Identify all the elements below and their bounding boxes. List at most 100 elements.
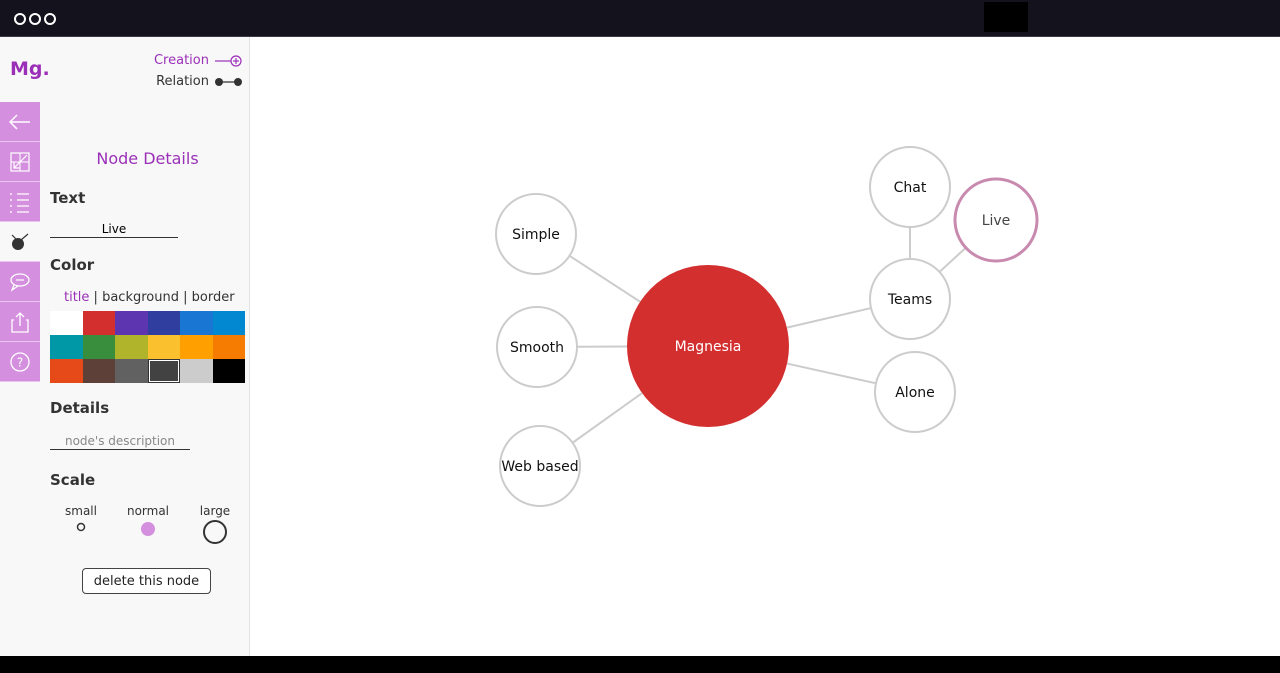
node-label: Magnesia <box>675 339 742 355</box>
color-swatch[interactable] <box>212 335 245 359</box>
color-swatch[interactable] <box>115 359 148 383</box>
creation-plus-icon <box>215 54 242 67</box>
share-icon <box>11 311 29 333</box>
list-icon <box>10 192 29 213</box>
tool-icon-column: ? <box>0 102 40 382</box>
creation-mode-label: Creation <box>153 53 209 68</box>
node-label: Live <box>982 213 1011 229</box>
edge-magnesia-teams <box>786 307 872 329</box>
color-swatch[interactable] <box>115 311 148 335</box>
chat-button[interactable] <box>0 262 40 302</box>
node-circle[interactable] <box>869 258 951 340</box>
scale-small-option[interactable]: small <box>56 504 106 536</box>
scale-normal-label: normal <box>126 504 170 518</box>
fit-screen-icon <box>10 151 30 172</box>
fit-screen-button[interactable] <box>0 142 40 182</box>
color-section-label: Color <box>50 256 95 274</box>
node-label: Teams <box>887 292 932 308</box>
color-palette <box>50 311 245 383</box>
window-title-bar <box>0 0 1280 37</box>
node-circle[interactable] <box>499 425 581 507</box>
edge-teams-live <box>938 247 967 273</box>
back-button[interactable] <box>0 102 40 142</box>
tab-separator: | <box>178 290 192 305</box>
delete-node-button[interactable]: delete this node <box>82 568 211 594</box>
help-icon: ? <box>10 351 30 372</box>
relation-link-icon <box>215 77 242 86</box>
paint-button[interactable] <box>0 222 40 262</box>
node-alone[interactable]: Alone <box>874 351 956 433</box>
node-teams[interactable]: Teams <box>869 258 951 340</box>
tab-border[interactable]: border <box>191 290 235 305</box>
node-simple[interactable]: Simple <box>495 193 577 275</box>
tab-background[interactable]: background <box>102 290 179 305</box>
relation-mode-label: Relation <box>156 74 209 89</box>
node-live[interactable]: Live <box>953 177 1039 263</box>
color-target-tabs: title | background | border <box>64 290 235 305</box>
scale-small-radio-icon <box>76 522 86 532</box>
color-swatch[interactable] <box>180 311 213 335</box>
color-swatch[interactable] <box>180 335 213 359</box>
node-text-input[interactable]: Live <box>50 222 178 238</box>
color-swatch[interactable] <box>147 359 180 383</box>
color-swatch[interactable] <box>212 311 245 335</box>
relation-mode-toggle[interactable]: Relation <box>156 74 243 89</box>
details-section-label: Details <box>50 399 110 417</box>
list-button[interactable] <box>0 182 40 222</box>
color-swatch[interactable] <box>212 359 245 383</box>
color-swatch[interactable] <box>50 335 83 359</box>
node-description-input[interactable]: node's description <box>50 434 190 450</box>
panel-title: Node Details <box>96 149 199 168</box>
node-magnesia[interactable]: Magnesia <box>627 265 789 427</box>
color-swatch[interactable] <box>147 335 180 359</box>
tab-title[interactable]: title <box>64 290 90 305</box>
node-label: Smooth <box>510 340 564 356</box>
color-swatch[interactable] <box>115 335 148 359</box>
scale-section-label: Scale <box>50 471 96 489</box>
scale-large-radio-icon <box>203 520 227 544</box>
scale-normal-radio-icon <box>141 522 155 536</box>
node-circle[interactable] <box>496 306 578 388</box>
back-arrow-icon <box>9 113 30 130</box>
bottom-bar <box>0 656 1280 673</box>
chat-icon <box>10 272 30 292</box>
node-chat[interactable]: Chat <box>869 146 951 228</box>
node-circle[interactable] <box>953 177 1039 263</box>
edge-magnesia-webbased <box>571 392 643 444</box>
node-circle[interactable] <box>874 351 956 433</box>
node-circle[interactable] <box>627 265 789 427</box>
paint-icon <box>11 233 29 250</box>
creation-mode-toggle[interactable]: Creation <box>154 53 243 68</box>
node-webbased[interactable]: Web based <box>499 425 581 507</box>
color-swatch[interactable] <box>82 335 115 359</box>
color-swatch[interactable] <box>180 359 213 383</box>
scale-large-label: large <box>199 504 231 518</box>
color-swatch[interactable] <box>50 359 83 383</box>
color-swatch[interactable] <box>50 311 83 335</box>
color-swatch[interactable] <box>147 311 180 335</box>
scale-small-label: small <box>65 504 97 518</box>
node-label: Chat <box>894 180 927 196</box>
edge-magnesia-simple <box>568 254 641 303</box>
color-swatch[interactable] <box>82 359 115 383</box>
scale-large-option[interactable]: large <box>190 504 240 548</box>
svg-text:?: ? <box>17 355 23 369</box>
node-circle[interactable] <box>495 193 577 275</box>
tab-separator: | <box>89 290 103 305</box>
node-circle[interactable] <box>869 146 951 228</box>
help-button[interactable]: ? <box>0 342 40 382</box>
node-smooth[interactable]: Smooth <box>496 306 578 388</box>
sidebar: Mg. Creation Relation <box>0 37 250 656</box>
scale-normal-option[interactable]: normal <box>123 504 173 540</box>
share-button[interactable] <box>0 302 40 342</box>
edge-magnesia-alone <box>786 362 877 385</box>
node-label: Web based <box>501 459 578 475</box>
window-menu-icon[interactable] <box>14 13 56 25</box>
text-section-label: Text <box>50 189 86 207</box>
window-control <box>984 2 1028 32</box>
edges <box>568 227 967 444</box>
color-swatch[interactable] <box>82 311 115 335</box>
node-label: Simple <box>512 227 560 243</box>
